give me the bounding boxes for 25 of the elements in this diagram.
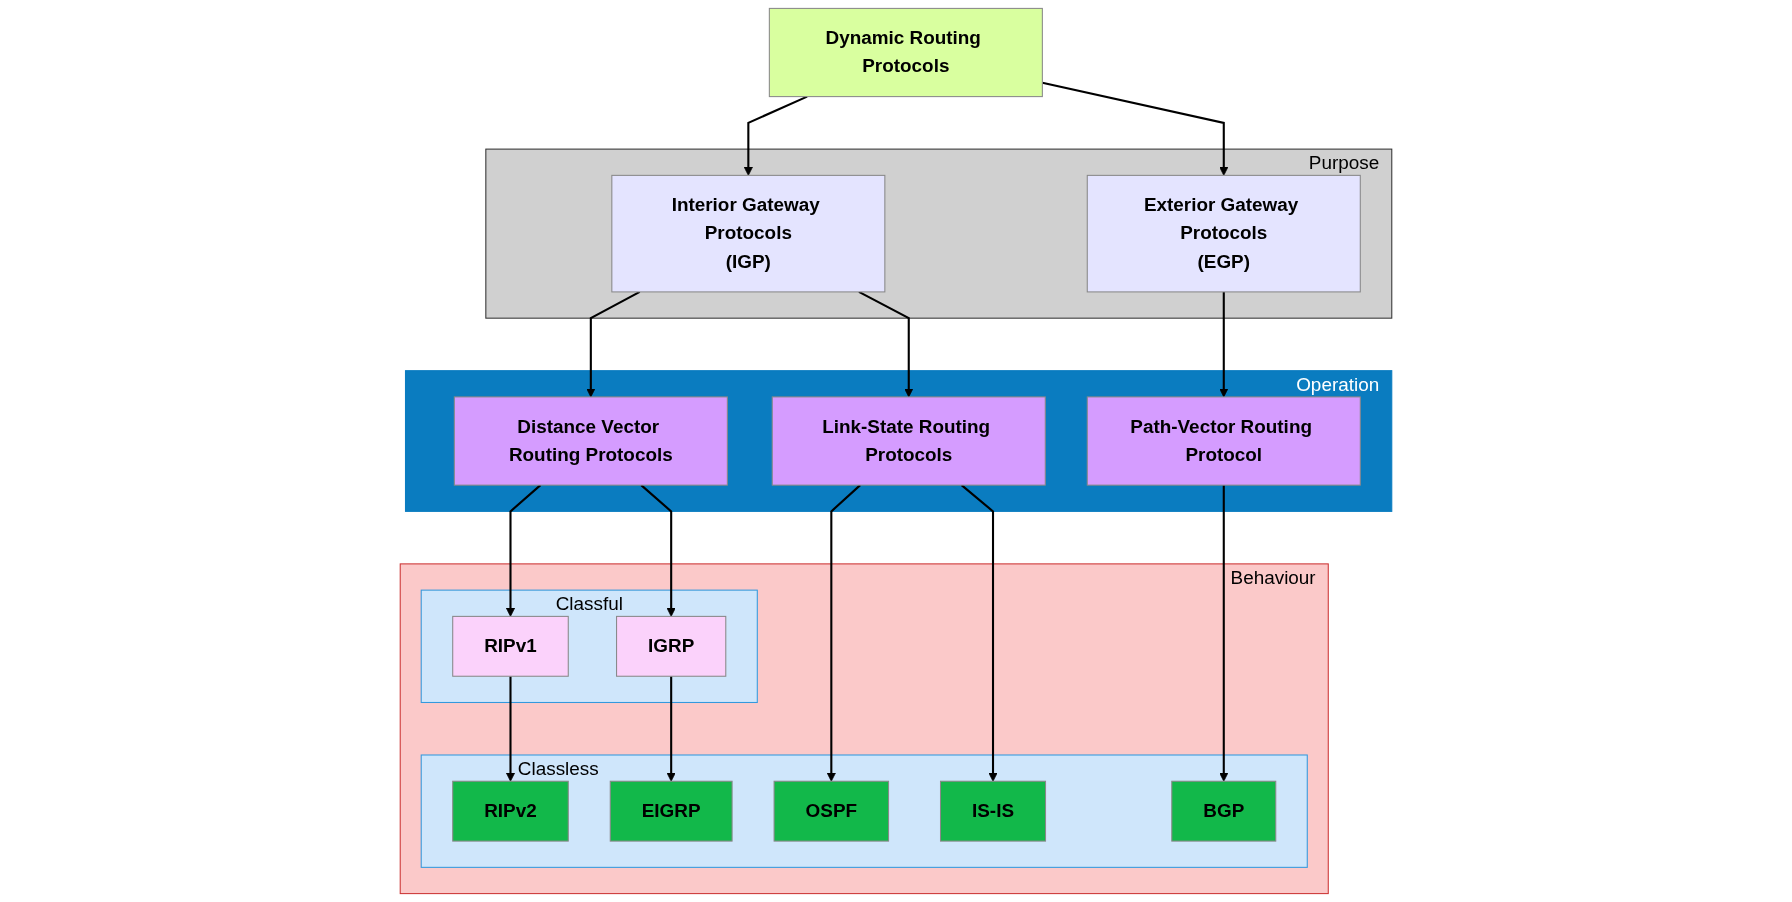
node-box: Link-State Routing Protocols bbox=[771, 396, 1046, 486]
node-box: IS-IS bbox=[939, 780, 1047, 842]
node-box: EIGRP bbox=[609, 780, 733, 842]
node-box: BGP bbox=[1171, 780, 1277, 842]
node-box: RIPv2 bbox=[452, 780, 569, 842]
node-box: Distance Vector Routing Protocols bbox=[453, 396, 728, 486]
arrow bbox=[1219, 485, 1229, 782]
node-box: OSPF bbox=[773, 780, 890, 842]
node-box: Path-Vector Routing Protocol bbox=[1086, 396, 1361, 486]
arrow bbox=[1042, 81, 1229, 176]
node-box: Dynamic Routing Protocols bbox=[768, 7, 1043, 98]
arrow bbox=[666, 676, 676, 782]
arrow bbox=[960, 484, 998, 782]
arrow bbox=[826, 484, 861, 782]
arrow bbox=[586, 291, 641, 398]
node-box: RIPv1 bbox=[452, 615, 569, 677]
arrow bbox=[858, 291, 914, 398]
arrow bbox=[1219, 291, 1229, 398]
arrow bbox=[743, 95, 808, 176]
node-box: Exterior Gateway Protocols (EGP) bbox=[1086, 174, 1361, 293]
arrow bbox=[505, 676, 516, 782]
arrow bbox=[505, 484, 542, 617]
arrow bbox=[640, 484, 676, 617]
node-box: IGRP bbox=[616, 615, 727, 677]
node-box: Interior Gateway Protocols (IGP) bbox=[611, 174, 886, 293]
